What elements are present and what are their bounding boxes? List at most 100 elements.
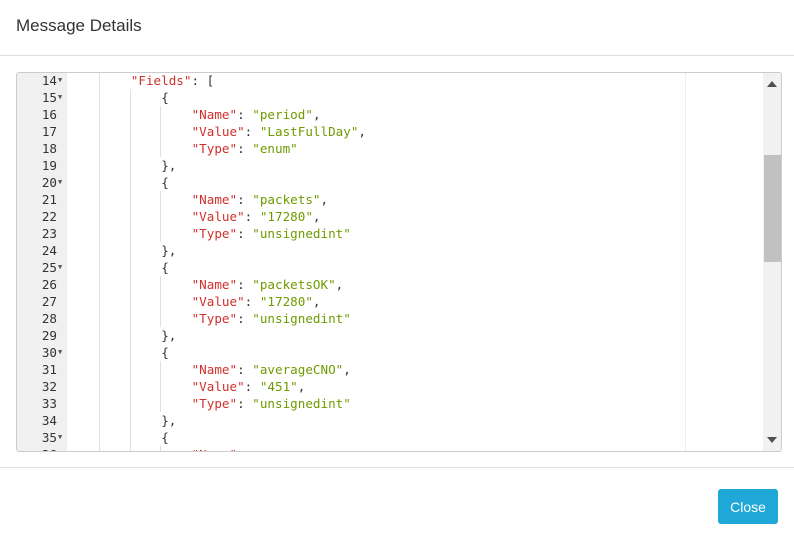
code-text: { — [161, 259, 169, 276]
indent-guide — [129, 242, 131, 259]
code-line: 25▼ { — [17, 259, 762, 276]
scrollbar-thumb[interactable] — [764, 155, 781, 262]
json-punctuation: , — [297, 379, 306, 394]
indent-guide — [129, 429, 131, 446]
fold-toggle-icon[interactable]: ▼ — [58, 348, 63, 356]
fold-toggle-icon[interactable]: ▼ — [58, 433, 63, 441]
json-string: "period" — [252, 107, 313, 122]
json-string: "unsignedint" — [252, 396, 351, 411]
json-punctuation: , — [312, 209, 321, 224]
indent-guide — [129, 259, 131, 276]
indent-guide — [129, 89, 131, 106]
json-punctuation: : — [237, 277, 253, 292]
code-line: 14▼"Fields": [ — [17, 73, 762, 89]
indent-guide — [99, 310, 101, 327]
code-text: "Name": "period", — [192, 106, 321, 123]
indent-guide — [99, 89, 101, 106]
json-string: "averageCNO" — [252, 362, 344, 377]
json-string: "17280" — [259, 294, 313, 309]
indent-guide — [129, 378, 131, 395]
line-number: 18 — [41, 141, 57, 156]
line-number: 33 — [41, 396, 57, 411]
code-line: 15▼{ — [17, 89, 762, 106]
json-key: "Fields" — [130, 73, 192, 88]
code-text: "Type": "enum" — [192, 140, 298, 157]
indent-guide — [99, 361, 101, 378]
indent-guide — [99, 259, 101, 276]
indent-guide — [99, 293, 101, 310]
line-number: 31 — [41, 362, 57, 377]
indent-guide — [160, 310, 162, 327]
code-line: 23"Type": "unsignedint" — [17, 225, 762, 242]
code-text: "Name": — [192, 446, 253, 451]
json-punctuation: : — [237, 396, 253, 411]
json-string: "packetsOK" — [252, 277, 336, 292]
json-string: "LastFullDay" — [259, 124, 359, 139]
code-text: { — [161, 429, 169, 446]
json-code-editor[interactable]: 14▼"Fields": [15▼{16"Name": "period",17"… — [16, 72, 782, 452]
json-punctuation: , — [343, 362, 351, 377]
indent-guide — [99, 225, 101, 242]
vertical-scrollbar[interactable] — [763, 73, 781, 451]
json-string: "17280" — [259, 209, 313, 224]
close-button[interactable]: Close — [718, 489, 778, 524]
code-line: 16"Name": "period", — [17, 106, 762, 123]
indent-guide — [160, 378, 162, 395]
json-key: "Name" — [191, 277, 238, 292]
indent-guide — [129, 344, 131, 361]
line-number: 26 — [41, 277, 57, 292]
header-divider — [0, 55, 794, 56]
line-number: 29 — [41, 328, 57, 343]
json-punctuation: , — [320, 192, 329, 207]
indent-guide — [99, 412, 101, 429]
code-text: }, — [161, 412, 176, 429]
json-punctuation: { — [161, 430, 169, 445]
indent-guide — [99, 140, 101, 157]
code-text: }, — [161, 157, 176, 174]
json-punctuation: , — [312, 294, 321, 309]
json-string: "packets" — [252, 192, 321, 207]
indent-guide — [99, 73, 101, 89]
code-line: 31"Name": "averageCNO", — [17, 361, 762, 378]
indent-guide — [129, 293, 131, 310]
fold-toggle-icon[interactable]: ▼ — [58, 76, 63, 84]
indent-guide — [129, 174, 131, 191]
code-text: "Value": "451", — [192, 378, 306, 395]
footer-divider — [0, 467, 794, 468]
json-punctuation: : — [244, 379, 260, 394]
line-number: 34 — [41, 413, 57, 428]
json-punctuation: }, — [161, 328, 177, 343]
json-punctuation: , — [312, 107, 321, 122]
line-number: 32 — [41, 379, 57, 394]
fold-toggle-icon[interactable]: ▼ — [58, 263, 63, 271]
line-number: 25 — [41, 260, 57, 275]
line-number: 30 — [41, 345, 57, 360]
indent-guide — [160, 446, 162, 451]
code-text: { — [161, 344, 169, 361]
json-punctuation: { — [161, 260, 169, 275]
json-string: "enum" — [252, 141, 298, 156]
code-lines[interactable]: 14▼"Fields": [15▼{16"Name": "period",17"… — [17, 73, 762, 451]
indent-guide — [129, 361, 131, 378]
json-key: "Name" — [191, 107, 238, 122]
json-string: "unsignedint" — [252, 311, 351, 326]
json-punctuation: , — [335, 277, 344, 292]
indent-guide — [99, 191, 101, 208]
scroll-down-arrow-icon[interactable] — [767, 437, 777, 443]
json-key: "Type" — [191, 141, 238, 156]
code-line: 28"Type": "unsignedint" — [17, 310, 762, 327]
json-punctuation: { — [161, 175, 169, 190]
scroll-up-arrow-icon[interactable] — [767, 81, 777, 87]
indent-guide — [129, 225, 131, 242]
code-text: "Value": "LastFullDay", — [192, 123, 366, 140]
indent-guide — [129, 208, 131, 225]
code-line: 22"Value": "17280", — [17, 208, 762, 225]
code-line: 27"Value": "17280", — [17, 293, 762, 310]
json-punctuation: : — [237, 447, 252, 451]
fold-toggle-icon[interactable]: ▼ — [58, 178, 63, 186]
indent-guide — [99, 395, 101, 412]
line-number-gutter — [17, 73, 67, 451]
line-number: 20 — [41, 175, 57, 190]
fold-toggle-icon[interactable]: ▼ — [58, 93, 63, 101]
indent-guide — [160, 208, 162, 225]
